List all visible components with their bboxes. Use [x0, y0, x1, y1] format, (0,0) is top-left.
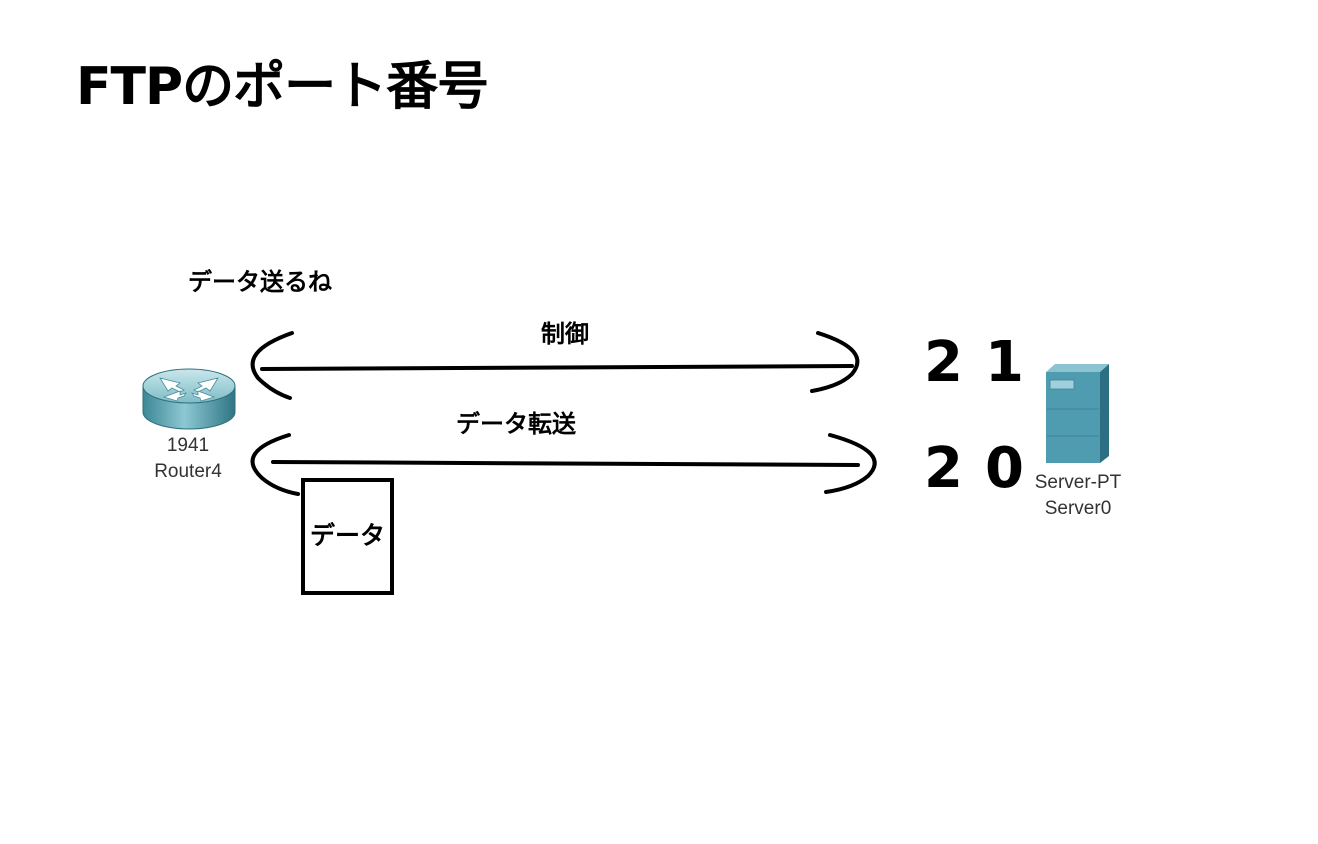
- data-packet-label: データ: [309, 521, 385, 550]
- data-connection: [250, 433, 877, 496]
- router-name: Router4: [154, 461, 222, 482]
- data-left-bracket: [250, 433, 300, 496]
- router-model: 1941: [166, 435, 210, 456]
- server-model: Server-PT: [1034, 472, 1122, 493]
- control-connection: [250, 331, 860, 400]
- server-name: Server0: [1044, 498, 1112, 519]
- data-line: [271, 460, 860, 467]
- client-speech: データ送るね: [188, 268, 332, 296]
- control-left-bracket: [250, 331, 294, 400]
- control-line: [260, 364, 854, 371]
- data-right-bracket: [824, 433, 877, 494]
- server-caption: Server-PT Server0: [1018, 470, 1138, 522]
- control-label: 制御: [541, 320, 589, 348]
- router-caption: 1941 Router4: [138, 433, 238, 485]
- control-right-bracket: [810, 331, 860, 393]
- data-packet: データ: [301, 478, 394, 595]
- page-title: FTPのポート番号: [76, 57, 489, 117]
- data-port-number: 20: [924, 436, 1046, 501]
- control-port-number: 21: [924, 330, 1046, 395]
- data-transfer-label: データ転送: [456, 410, 576, 438]
